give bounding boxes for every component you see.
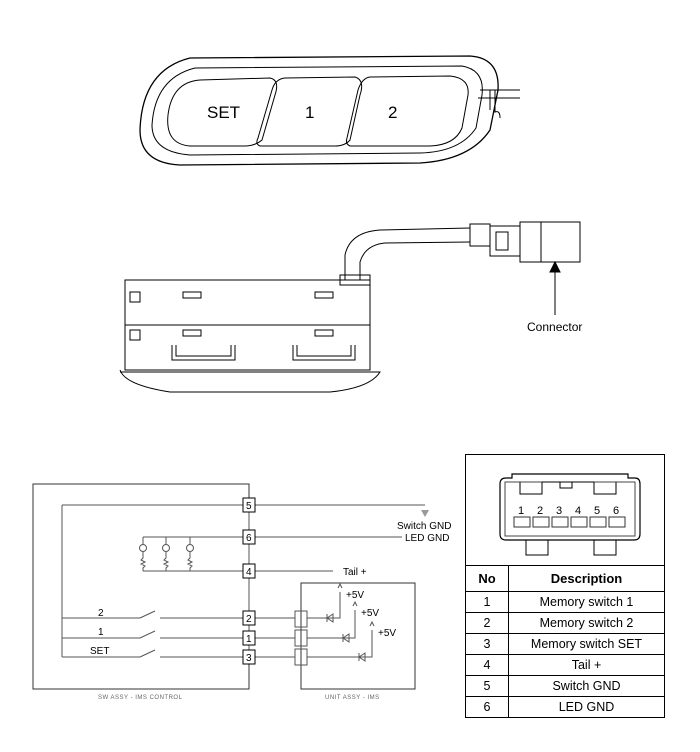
pin-label: 3 [246,653,252,664]
connector-pin-number: 3 [556,505,562,517]
connector-pin-number: 2 [537,505,543,517]
switch-side-view [119,221,581,393]
pin-desc: LED GND [508,696,665,718]
sw-assy-label: SW ASSY - IMS CONTROL [98,695,183,701]
pin-label: 1 [246,634,252,645]
table-header-row: No Description [465,565,665,592]
pin-desc: Tail + [508,654,665,676]
unit-assy-label: UNIT ASSY - IMS [325,695,380,701]
pin-label: 6 [246,533,252,544]
pin-desc: Memory switch 2 [508,612,665,634]
button-set-label: SET [207,103,240,122]
supply-label: +5V [361,608,379,619]
connector-callout: Connector [527,260,582,334]
wiring-schematic [32,483,429,690]
tail-label: Tail + [343,567,367,578]
button-1-label: 1 [305,103,314,122]
connector-label: Connector [527,320,582,334]
pin-desc: Switch GND [508,675,665,697]
pin-label: 5 [246,501,252,512]
connector-pin-number: 5 [594,505,600,517]
connector-face-frame [465,454,665,566]
connector-face [499,473,641,556]
led-gnd-label: LED GND [405,533,449,544]
led-lamp-icons [139,537,194,571]
connector-pin-number: 6 [613,505,619,517]
pin-label: 2 [246,614,252,625]
pin-label: 4 [246,567,252,578]
pin-no: 5 [465,675,509,697]
pin-desc: Memory switch 1 [508,591,665,613]
connector-pin-number: 1 [518,505,524,517]
switch-1-label: 1 [98,627,104,638]
button-2-label: 2 [388,103,397,122]
header-no: No [465,565,509,592]
pin-no: 2 [465,612,509,634]
pin-no: 6 [465,696,509,718]
switch-2-label: 2 [98,608,104,619]
pin-no: 3 [465,633,509,655]
pin-no: 4 [465,654,509,676]
supply-label: +5V [346,590,364,601]
switch-top-view: SET 1 2 [139,55,520,166]
connector-pin-number: 4 [575,505,581,517]
switch-gnd-label: Switch GND [397,521,451,532]
pin-desc: Memory switch SET [508,633,665,655]
supply-label: +5V [378,628,396,639]
header-description: Description [508,565,665,592]
pin-boxes [242,497,256,665]
pin-no: 1 [465,591,509,613]
switch-set-label: SET [90,646,109,657]
